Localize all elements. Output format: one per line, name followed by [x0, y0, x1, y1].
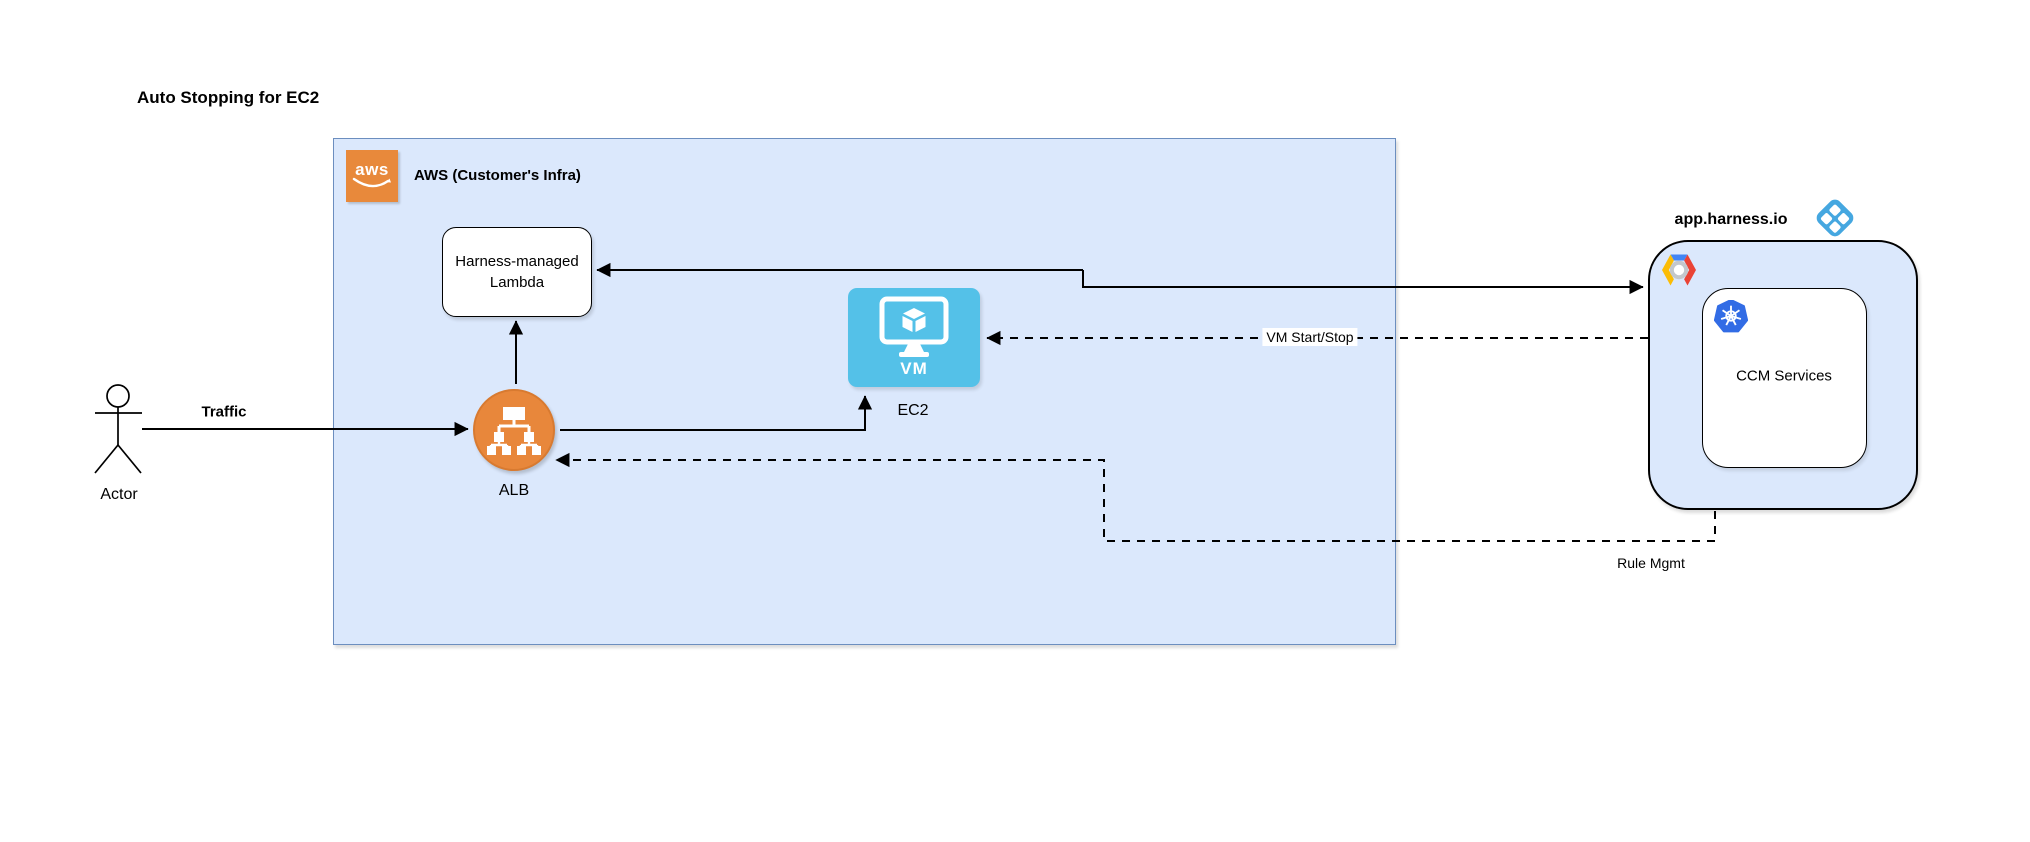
vm-monitor-icon: [879, 296, 949, 357]
ec2-label: EC2: [897, 402, 929, 419]
aws-smile-swoosh: [352, 177, 391, 187]
aws-group-box: [333, 138, 1396, 645]
harness-group-title: app.harness.io: [1674, 211, 1788, 228]
aws-logo-text: aws: [355, 159, 389, 179]
kubernetes-icon: [1714, 300, 1748, 333]
lambda-node: Harness-managed Lambda: [442, 227, 592, 317]
google-cloud-icon: [1662, 254, 1696, 286]
actor-stick-figure-icon: [94, 384, 142, 474]
vm-start-stop-edge-label: VM Start/Stop: [1262, 328, 1358, 346]
traffic-edge-label: Traffic: [201, 403, 247, 421]
alb-node: [473, 389, 555, 471]
ccm-services-label: CCM Services: [1736, 367, 1832, 385]
lambda-label: Harness-managed Lambda: [455, 253, 579, 291]
aws-logo-icon: aws: [346, 150, 398, 202]
actor-label: Actor: [100, 486, 138, 503]
page-title: Auto Stopping for EC2: [137, 88, 320, 107]
harness-logo-icon: [1813, 196, 1857, 240]
rule-mgmt-edge-label: Rule Mgmt: [1617, 555, 1685, 571]
vm-text: VM: [900, 359, 928, 378]
alb-label: ALB: [498, 482, 530, 499]
load-balancer-icon: [487, 407, 541, 455]
aws-group-title: AWS (Customer's Infra): [414, 167, 581, 184]
ec2-node: VM: [848, 288, 980, 387]
